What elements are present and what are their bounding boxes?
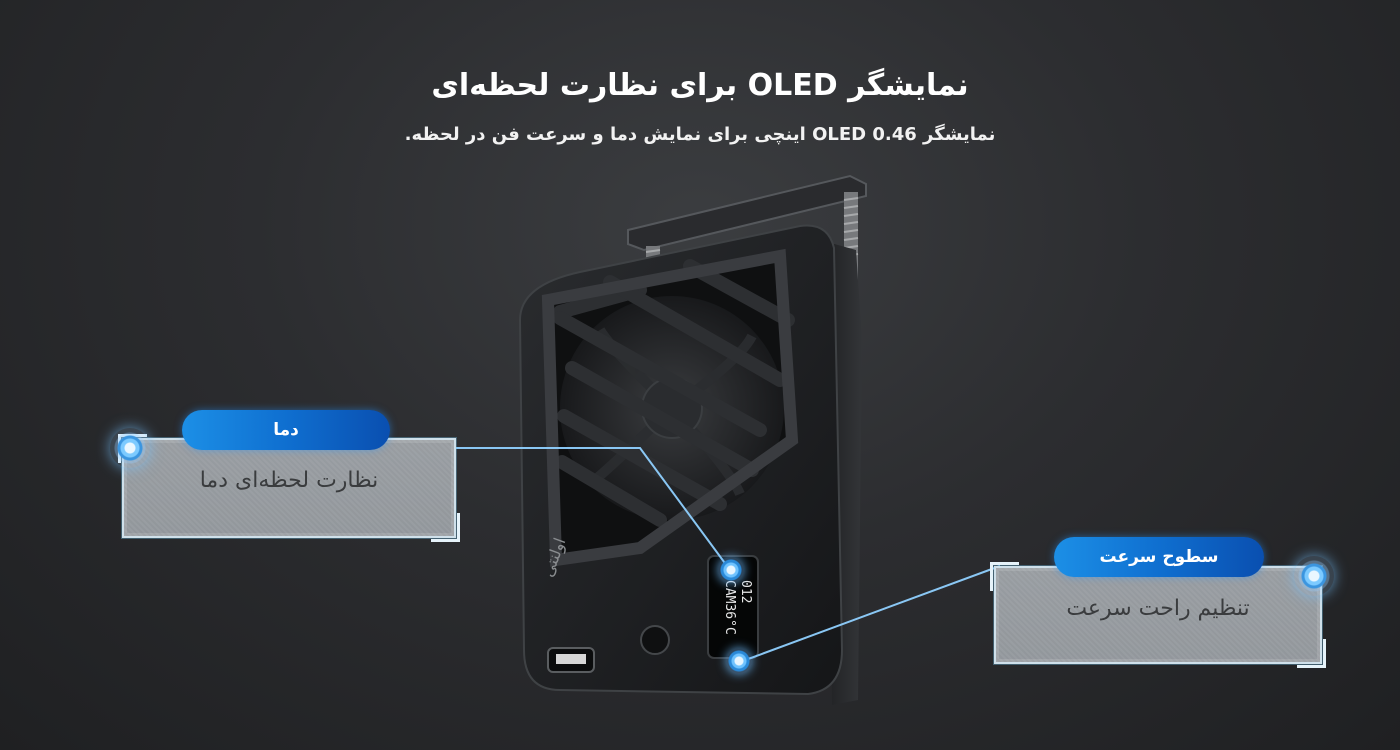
temperature-node-icon	[110, 428, 150, 468]
oled-bottom-node-icon	[726, 648, 752, 674]
oled-readout-line1: 012	[738, 580, 753, 603]
speed-callout-description: تنظیم راحت سرعت	[1066, 596, 1250, 621]
callout-connectors	[456, 447, 1001, 663]
speed-label-pill: سطوح سرعت	[1054, 537, 1264, 577]
temperature-callout-description: نظارت لحظه‌ای دما	[199, 468, 379, 493]
speed-node-icon	[1294, 556, 1334, 596]
page-subtitle: نمایشگر 0.46 OLED اینچی برای نمایش دما و…	[404, 124, 996, 145]
temperature-label-pill: دما	[182, 410, 390, 450]
speed-callout-box: تنظیم راحت سرعت	[990, 562, 1326, 668]
temperature-callout-box: نظارت لحظه‌ای دما	[118, 434, 460, 542]
oled-readout-line2: CAM36°C	[722, 580, 737, 635]
power-button	[640, 625, 670, 655]
oled-top-node-icon	[718, 557, 744, 583]
page-title: نمایشگر OLED برای نظارت لحظه‌ای	[431, 68, 969, 103]
